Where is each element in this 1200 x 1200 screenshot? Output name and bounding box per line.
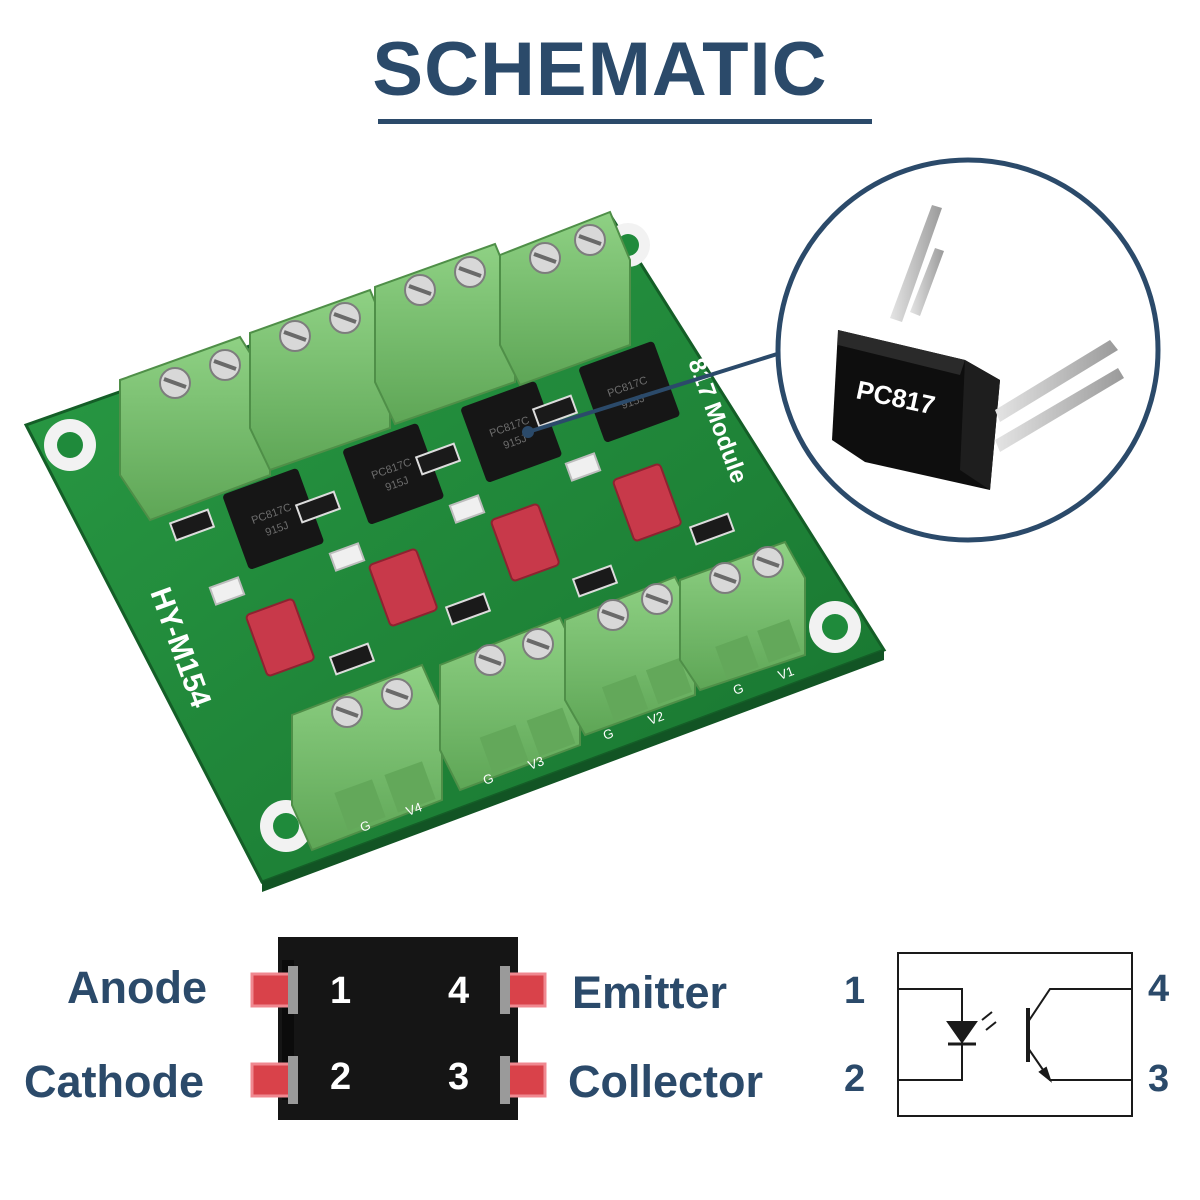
schematic-pin-1: 1: [844, 970, 866, 1012]
terminal-label-v4: V4: [404, 799, 424, 819]
terminal-label-v3: V3: [526, 753, 546, 773]
bottom-terminal-blocks: [291, 540, 806, 852]
pin-label-collector: Collector: [568, 1056, 764, 1107]
pin-number-2: 2: [330, 1056, 352, 1098]
terminal-label-v1: V1: [776, 663, 796, 683]
dip-chip: [250, 937, 547, 1120]
title-underline: [378, 119, 872, 124]
terminal-label-g3: G: [481, 770, 496, 788]
pin-label-cathode: Cathode: [24, 1056, 204, 1107]
terminal-label-g2: G: [601, 725, 616, 743]
terminal-label-g4: G: [358, 817, 373, 835]
schematic-pin-3: 3: [1148, 1058, 1170, 1100]
top-terminal-blocks: [119, 210, 631, 522]
page-title: SCHEMATIC: [372, 27, 828, 112]
terminal-labels: G V1 G V2 G V3 G V4: [358, 663, 796, 835]
terminal-label-v2: V2: [646, 708, 666, 728]
callout-line: [527, 348, 791, 434]
pin-pad-4: [503, 972, 547, 1008]
pin-number-1: 1: [330, 970, 352, 1012]
pin-label-emitter: Emitter: [572, 967, 728, 1018]
pin-number-3: 3: [448, 1056, 470, 1098]
terminal-label-g1: G: [731, 680, 746, 698]
pin-label-anode: Anode: [67, 962, 207, 1013]
smd-leds: [208, 452, 602, 606]
schematic-pin-4: 4: [1148, 968, 1170, 1010]
schematic-pin-2: 2: [844, 1058, 866, 1100]
pin-pad-1: [250, 972, 294, 1008]
pin-number-4: 4: [448, 970, 470, 1012]
board-chips: PC817C 915J PC817C 915J PC817C 915J PC81…: [223, 341, 680, 570]
jumpers: [245, 463, 682, 677]
smd-resistors: [168, 394, 736, 676]
pin-pad-2: [250, 1062, 294, 1098]
pin-pad-3: [503, 1062, 547, 1098]
zoom-circle: PC817: [775, 157, 1161, 543]
internal-schematic: [897, 952, 1133, 1117]
